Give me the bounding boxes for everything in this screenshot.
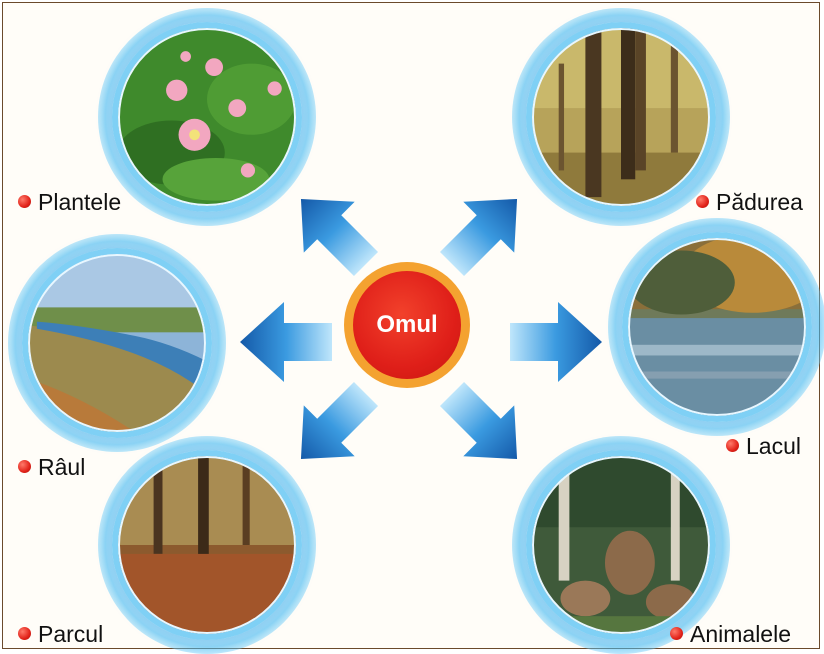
center-node: Omul: [344, 262, 470, 388]
bullet-icon: [18, 460, 31, 474]
node-plantele: [98, 8, 316, 226]
center-circle: Omul: [353, 271, 461, 379]
bullet-icon: [670, 627, 683, 641]
node-raul: [8, 234, 226, 452]
bullet-icon: [696, 195, 709, 209]
node-animalele: [512, 436, 730, 654]
node-parcul: [98, 436, 316, 654]
label-lacul: Lacul: [726, 434, 801, 458]
label-raul: Râul: [18, 455, 85, 479]
bullet-icon: [726, 439, 739, 453]
node-padurea: [512, 8, 730, 226]
bullet-icon: [18, 195, 31, 209]
bullet-icon: [18, 627, 31, 641]
center-label: Omul: [376, 311, 438, 338]
label-padurea: Pădurea: [696, 190, 803, 214]
label-animalele: Animalele: [670, 622, 791, 646]
label-plantele: Plantele: [18, 190, 121, 214]
label-parcul: Parcul: [18, 622, 103, 646]
node-lacul: [608, 218, 824, 436]
